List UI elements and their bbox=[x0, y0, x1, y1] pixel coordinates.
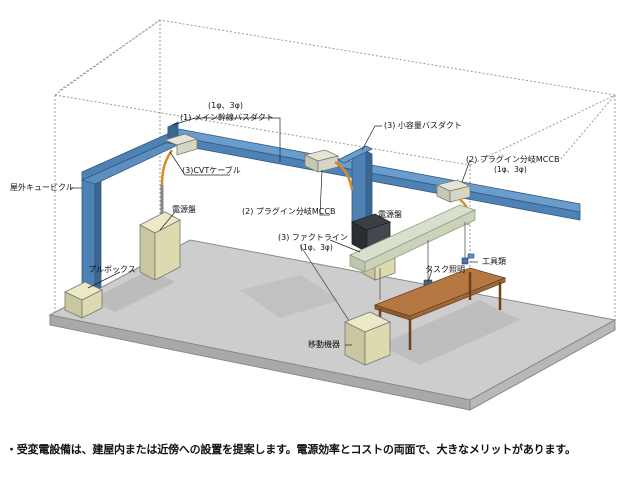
label-task-light: タスク照明 bbox=[425, 265, 465, 274]
label-plugin-mccb-left: (2) プラグイン分岐MCCB bbox=[242, 206, 335, 216]
outdoor-cubicle-box bbox=[64, 281, 103, 319]
outdoor-cubicle-column bbox=[80, 131, 181, 298]
factory-line bbox=[349, 204, 477, 273]
leader-lines bbox=[70, 117, 478, 346]
label-factory-line: (3) ファクトライン bbox=[278, 233, 348, 242]
main-duct-top-box bbox=[163, 133, 199, 156]
drop-cords bbox=[299, 222, 466, 331]
label-pull-box: プルボックス bbox=[88, 265, 136, 274]
tools-icon bbox=[461, 253, 475, 265]
power-panel-left bbox=[139, 211, 181, 281]
label-mobile-equipment: 移動機器 bbox=[308, 339, 340, 349]
plugin-mccb-box-left bbox=[303, 149, 340, 173]
label-plugin-mccb-right: (2) プラグイン分岐MCCB bbox=[466, 154, 559, 164]
label-factory-line-phase: (1φ、3φ) bbox=[300, 243, 333, 252]
label-outdoor-cubicle: 屋外キュービクル bbox=[10, 182, 74, 192]
label-tools: 工具類 bbox=[482, 256, 506, 266]
small-capacity-busduct bbox=[337, 145, 373, 230]
label-main-duct-phase: (1φ、3φ) bbox=[208, 101, 243, 110]
mobile-equipment-box bbox=[344, 311, 391, 366]
label-plugin-mccb-right-phase: (1φ、3φ) bbox=[494, 165, 527, 174]
label-cvt-cable: (3)CVTケーブル bbox=[182, 165, 241, 175]
label-power-panel-left: 電源盤 bbox=[172, 204, 196, 214]
label-small-duct: (3) 小容量バスダクト bbox=[384, 120, 462, 130]
plugin-mccb-box-right bbox=[435, 179, 472, 203]
electrical-layout-diagram: (1φ、3φ) (1) メイン幹線バスダクト (3) 小容量バスダクト (3)C… bbox=[10, 19, 617, 411]
label-main-duct: (1) メイン幹線バスダクト bbox=[180, 112, 274, 122]
floor-slab bbox=[48, 239, 617, 411]
label-power-panel-center: 電源盤 bbox=[378, 209, 402, 219]
caption-text: ・受変電設備は、建屋内または近傍への設置を提案します。電源効率とコストの両面で、… bbox=[6, 443, 576, 456]
